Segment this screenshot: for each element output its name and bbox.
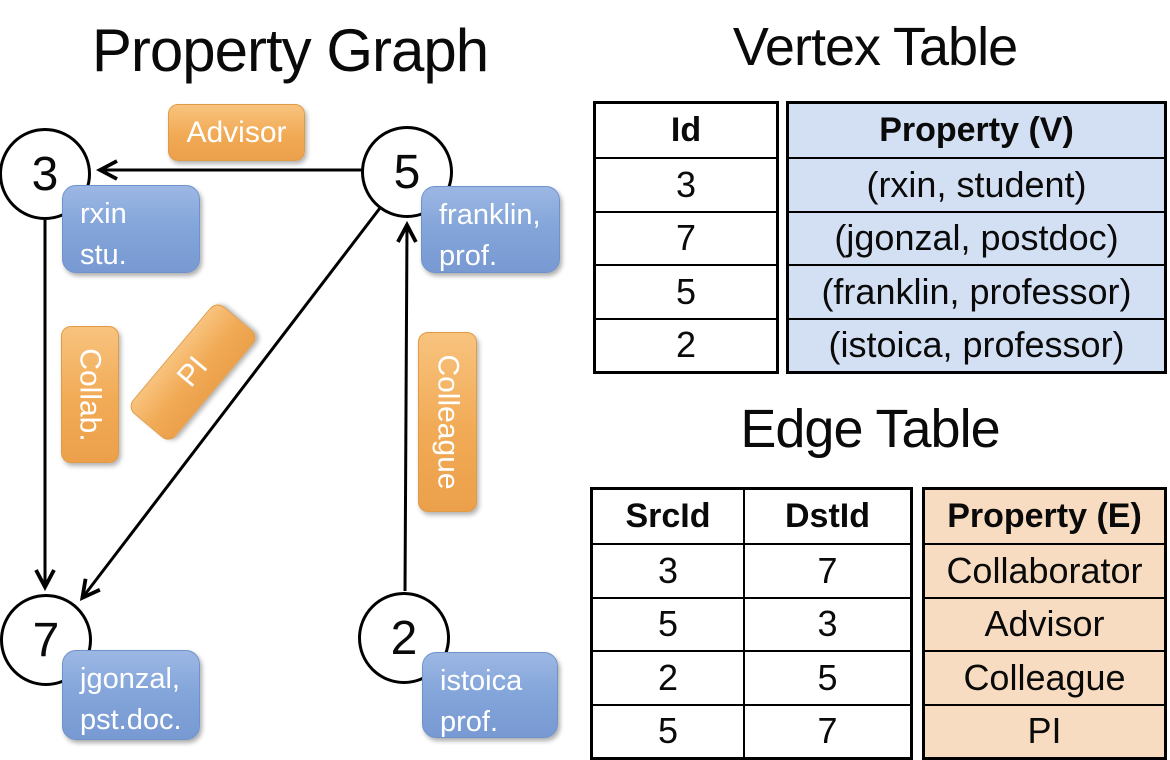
edge-table-header-srcid: SrcId bbox=[625, 497, 711, 536]
vertex-property-line: prof. bbox=[439, 239, 498, 272]
table-cell: 5 bbox=[596, 264, 776, 317]
table-cell: 2 bbox=[596, 317, 776, 371]
vertex-table-id-column: Id 3 7 5 2 bbox=[593, 101, 779, 374]
vertex-property-line: rxin bbox=[80, 198, 127, 230]
property-graph-title: Property Graph bbox=[91, 17, 489, 84]
vertex-id: 2 bbox=[390, 611, 418, 665]
vertex-property-line: pst.doc. bbox=[80, 703, 182, 736]
vertex-property-line: jgonzal, bbox=[80, 663, 180, 695]
edge-label-advisor: Advisor bbox=[168, 104, 305, 161]
table-cell: (rxin, student) bbox=[789, 157, 1164, 210]
table-cell: 5 bbox=[593, 596, 743, 650]
vertex-property-line: stu. bbox=[80, 238, 127, 271]
vertex-table-header-property: Property (V) bbox=[879, 111, 1074, 150]
vertex-property-box-istoica: istoica prof. bbox=[422, 652, 558, 738]
table-cell: (jgonzal, postdoc) bbox=[789, 210, 1164, 264]
vertex-property-line: istoica bbox=[440, 665, 523, 697]
table-cell: (istoica, professor) bbox=[789, 317, 1164, 371]
vertex-id: 5 bbox=[393, 145, 421, 199]
vertex-property-line: franklin, bbox=[439, 199, 541, 231]
vertex-property-box-jgonzal: jgonzal, pst.doc. bbox=[62, 650, 200, 740]
table-cell: 5 bbox=[593, 703, 743, 757]
table-cell: 2 bbox=[593, 650, 743, 703]
vertex-property-line: prof. bbox=[440, 705, 499, 738]
edge-label-pi: PI bbox=[126, 300, 260, 444]
table-cell: 3 bbox=[596, 157, 776, 210]
edge-label-text: Advisor bbox=[186, 115, 287, 149]
edge-table-header-property: Property (E) bbox=[947, 497, 1142, 536]
table-cell: 3 bbox=[593, 543, 743, 596]
edge-label-collab: Collab. bbox=[61, 326, 119, 463]
edge-label-text: Collab. bbox=[74, 347, 108, 442]
vertex-circle-5: 5 bbox=[361, 126, 453, 218]
edge-table-title: Edge Table bbox=[740, 399, 1000, 459]
table-cell: Collaborator bbox=[925, 543, 1164, 596]
vertex-circle-3: 3 bbox=[0, 128, 91, 220]
vertex-table-header-id: Id bbox=[670, 111, 702, 150]
table-cell: Advisor bbox=[925, 596, 1164, 650]
table-cell: 7 bbox=[743, 543, 910, 597]
edge-label-text: Colleague bbox=[431, 354, 465, 490]
edge-table-property-column: Property (E) Collaborator Advisor Collea… bbox=[922, 487, 1167, 760]
table-cell: 7 bbox=[596, 210, 776, 264]
edge-table-id-columns: SrcId DstId 3 7 5 3 2 5 5 7 bbox=[590, 487, 913, 760]
vertex-table-title: Vertex Table bbox=[732, 17, 1018, 77]
edge-table-header-dstid: DstId bbox=[743, 490, 910, 544]
table-cell: PI bbox=[925, 703, 1164, 757]
edge-arrow-2-to-5 bbox=[405, 226, 407, 592]
edge-label-text: PI bbox=[170, 350, 215, 394]
vertex-id: 7 bbox=[32, 613, 60, 667]
vertex-table-property-column: Property (V) (rxin, student) (jgonzal, p… bbox=[786, 101, 1167, 374]
table-cell: 5 bbox=[743, 650, 910, 704]
table-cell: Colleague bbox=[925, 650, 1164, 703]
table-cell: 3 bbox=[743, 596, 910, 651]
table-cell: 7 bbox=[743, 703, 910, 757]
edge-label-colleague: Colleague bbox=[418, 332, 477, 512]
vertex-id: 3 bbox=[31, 147, 59, 201]
vertex-property-box-franklin: franklin, prof. bbox=[421, 186, 560, 273]
table-cell: (franklin, professor) bbox=[789, 264, 1164, 317]
vertex-property-box-rxin: rxin stu. bbox=[62, 185, 200, 273]
